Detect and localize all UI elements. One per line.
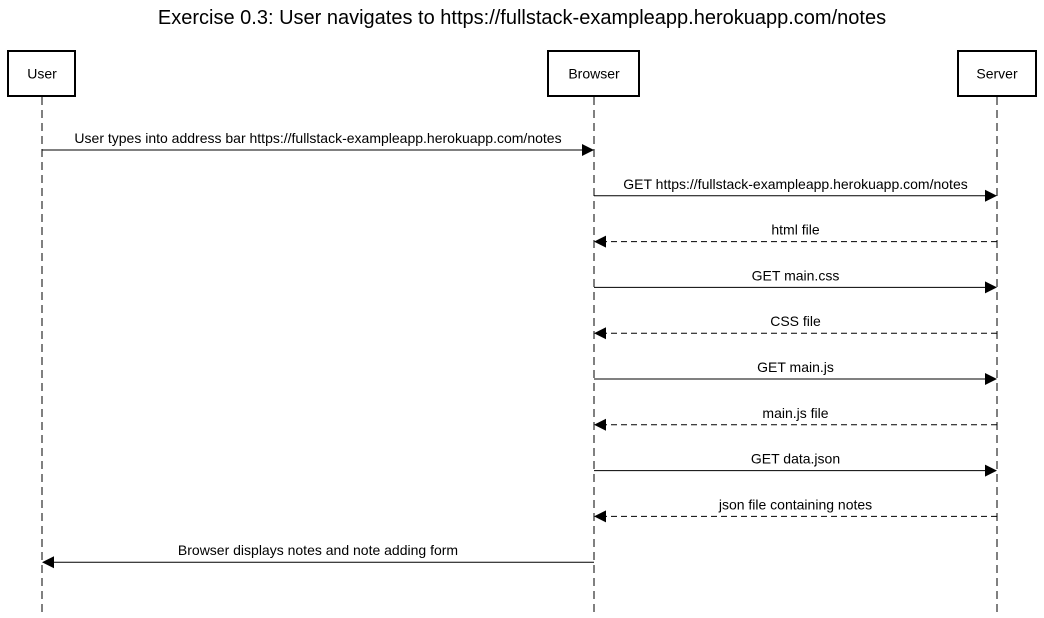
message-9: json file containing notes: [594, 496, 997, 523]
arrowhead-icon: [582, 144, 594, 156]
arrowhead-icon: [594, 510, 606, 523]
participant-box-server: [957, 50, 1037, 97]
message-label: GET main.css: [752, 267, 840, 283]
arrowhead-icon: [985, 189, 997, 202]
message-4: GET main.css: [594, 267, 997, 294]
message-2: GET https://fullstack-exampleapp.herokua…: [594, 176, 997, 202]
arrowhead-icon: [594, 235, 606, 248]
message-label: Browser displays notes and note adding f…: [178, 542, 458, 558]
message-label: GET data.json: [751, 451, 840, 467]
participant-label-browser: Browser: [568, 66, 620, 82]
message-7: main.js file: [594, 405, 997, 431]
participant-box-browser: [547, 50, 640, 97]
messages: User types into address bar https://full…: [42, 130, 997, 569]
participant-browser: Browser: [547, 50, 640, 97]
message-label: html file: [771, 222, 819, 238]
participants: User Browser Server: [7, 50, 1037, 97]
message-5: CSS file: [594, 313, 997, 340]
lifelines: [41, 97, 998, 614]
diagram-title: Exercise 0.3: User navigates to https://…: [158, 7, 886, 29]
participant-label-user: User: [27, 66, 57, 82]
arrowhead-icon: [985, 373, 997, 385]
message-6: GET main.js: [594, 359, 997, 385]
participant-user: User: [7, 50, 76, 97]
message-label: User types into address bar https://full…: [74, 130, 561, 146]
arrowhead-icon: [985, 464, 997, 477]
participant-label-server: Server: [976, 66, 1018, 82]
participant-server: Server: [957, 50, 1037, 97]
message-label: CSS file: [770, 313, 821, 329]
message-1: User types into address bar https://full…: [42, 130, 594, 156]
message-3: html file: [594, 222, 997, 248]
arrowhead-icon: [594, 418, 606, 431]
participant-box-user: [7, 50, 76, 97]
message-label: GET https://fullstack-exampleapp.herokua…: [623, 176, 967, 192]
message-label: main.js file: [762, 405, 828, 421]
message-label: json file containing notes: [718, 496, 872, 512]
arrowhead-icon: [42, 556, 54, 569]
arrowhead-icon: [594, 327, 606, 340]
message-10: Browser displays notes and note adding f…: [42, 542, 594, 569]
message-8: GET data.json: [594, 451, 997, 477]
arrowhead-icon: [985, 281, 997, 294]
message-label: GET main.js: [757, 359, 834, 375]
